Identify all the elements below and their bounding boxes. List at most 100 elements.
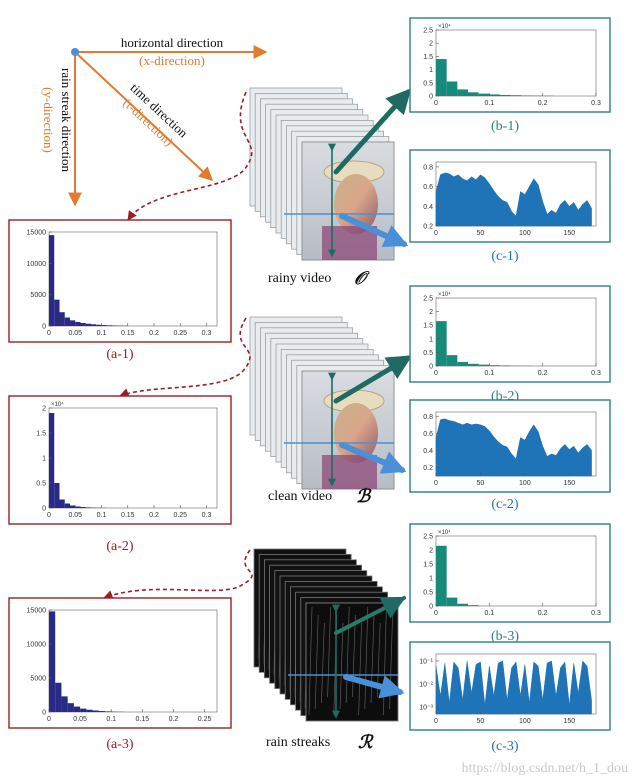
chart-caption-c-2: (c-2) — [491, 497, 519, 512]
y-tick-label: 0.8 — [423, 164, 433, 171]
t-direction-arrow — [74, 51, 214, 181]
y-tick-label: 0.6 — [423, 184, 433, 191]
x-tick-label: 0.05 — [68, 330, 82, 337]
rainy-video-label: rainy video — [268, 271, 331, 286]
x-tick-label: 0.25 — [173, 512, 187, 519]
intensity-area — [435, 172, 592, 227]
chart-caption-b-3: (b-3) — [491, 629, 519, 644]
histogram-bar — [54, 299, 60, 326]
arrow-to-c1 — [339, 213, 409, 248]
y-tick-label: 2.5 — [423, 28, 433, 35]
y-exponent-label: ×10⁴ — [438, 23, 451, 30]
rain-streak-line — [345, 606, 350, 704]
y-tick-label: 2 — [42, 406, 46, 413]
x-tick-label: 0.05 — [68, 512, 82, 519]
x-tick-label: 0.1 — [484, 610, 494, 617]
y-tick-label: 0 — [42, 710, 46, 717]
arrow-to-c2 — [339, 442, 407, 474]
histogram-bar — [105, 711, 112, 712]
y-exponent-label: ×10⁴ — [438, 291, 451, 298]
x-tick-label: 0.1 — [97, 512, 107, 519]
y-tick-label: 10000 — [27, 642, 47, 649]
rain-streak-line — [327, 606, 331, 698]
x-tick-label: 0.15 — [121, 512, 135, 519]
rain-streaks-stack — [253, 548, 399, 722]
y-tick-label: 1.5 — [423, 54, 433, 61]
y-tick-label: 0 — [429, 94, 433, 101]
histogram-bar — [49, 235, 55, 326]
y-tick-label: 1 — [429, 576, 433, 583]
x-tick-label: 0.2 — [538, 370, 548, 377]
x-tick-label: 0.2 — [538, 100, 548, 107]
y-tick-label: 5000 — [30, 676, 46, 683]
chart-caption-a-1: (a-1) — [106, 347, 134, 362]
histogram-bar — [500, 94, 511, 96]
rain-streaks-symbol: ℛ — [358, 732, 374, 752]
x-tick-label: 0.3 — [591, 370, 601, 377]
y-tick-label: 10⁻¹ — [419, 658, 433, 665]
x-tick-label: 0 — [47, 716, 51, 723]
x-tick-label: 0.25 — [198, 716, 212, 723]
y-exponent-label: ×10⁴ — [438, 529, 451, 536]
y-tick-label: 1.5 — [423, 323, 433, 330]
histogram-bar — [510, 95, 522, 96]
x-tick-label: 0 — [434, 100, 438, 107]
y-tick-label: 2 — [429, 41, 433, 48]
histogram-bar — [489, 365, 500, 366]
x-tick-label: 100 — [519, 480, 531, 487]
x-tick-label: 0.2 — [169, 716, 179, 723]
histogram-bar — [75, 506, 81, 508]
y-tick-label: 0.8 — [423, 414, 433, 421]
intensity-area — [435, 418, 592, 477]
clean-video-symbol: ℬ — [356, 486, 372, 506]
y-tick-label: 1 — [429, 336, 433, 343]
x-tick-label: 150 — [563, 230, 575, 237]
x-tick-label: 50 — [477, 480, 485, 487]
histogram-bar — [92, 710, 99, 712]
x-tick-label: 0 — [434, 370, 438, 377]
histogram-bar — [75, 321, 81, 326]
rain-streak-line — [352, 614, 356, 698]
x-tick-label: 0.15 — [121, 330, 135, 337]
histogram-bar — [49, 611, 56, 712]
clean-video-label: clean video — [268, 489, 332, 504]
histogram-bar — [70, 505, 76, 508]
histogram-bar — [61, 696, 68, 712]
dashed-connector-a2 — [119, 317, 251, 398]
x-tick-label: 0.1 — [484, 370, 494, 377]
histogram-bar — [489, 94, 500, 96]
y-tick-label: 0 — [429, 364, 433, 371]
y-tick-label: 0.2 — [423, 465, 433, 472]
histogram-bar — [106, 325, 112, 326]
x-tick-label: 150 — [563, 718, 575, 725]
histogram-bar — [521, 95, 532, 96]
shirt-shape — [322, 455, 377, 489]
plot-area — [435, 535, 597, 607]
y-tick-label: 10⁻³ — [419, 705, 433, 712]
y-tick-label: 0.6 — [423, 431, 433, 438]
histogram-bar — [59, 499, 65, 508]
x-tick-label: 0.1 — [484, 100, 494, 107]
histogram-bar — [457, 361, 468, 366]
x-tick-label: 0.2 — [149, 330, 159, 337]
histogram-bar — [64, 503, 70, 508]
dashed-connector-a3 — [103, 549, 253, 600]
histogram-bar — [457, 603, 468, 606]
y-tick-label: 10000 — [27, 261, 47, 268]
y-exponent-label: ×10⁴ — [51, 401, 64, 408]
chart-caption-c-3: (c-3) — [491, 739, 519, 754]
arrow-to-b2 — [333, 355, 413, 404]
histogram-bar — [112, 325, 118, 326]
y-tick-label: 0.4 — [423, 448, 433, 455]
arrow-to-b1 — [333, 88, 412, 175]
plot-area — [435, 297, 597, 367]
x-tick-label: 0.2 — [149, 512, 159, 519]
plot-area — [48, 609, 218, 713]
x-tick-label: 50 — [477, 718, 485, 725]
histogram-bar — [64, 317, 70, 326]
y-tick-label: 0.5 — [36, 481, 46, 488]
